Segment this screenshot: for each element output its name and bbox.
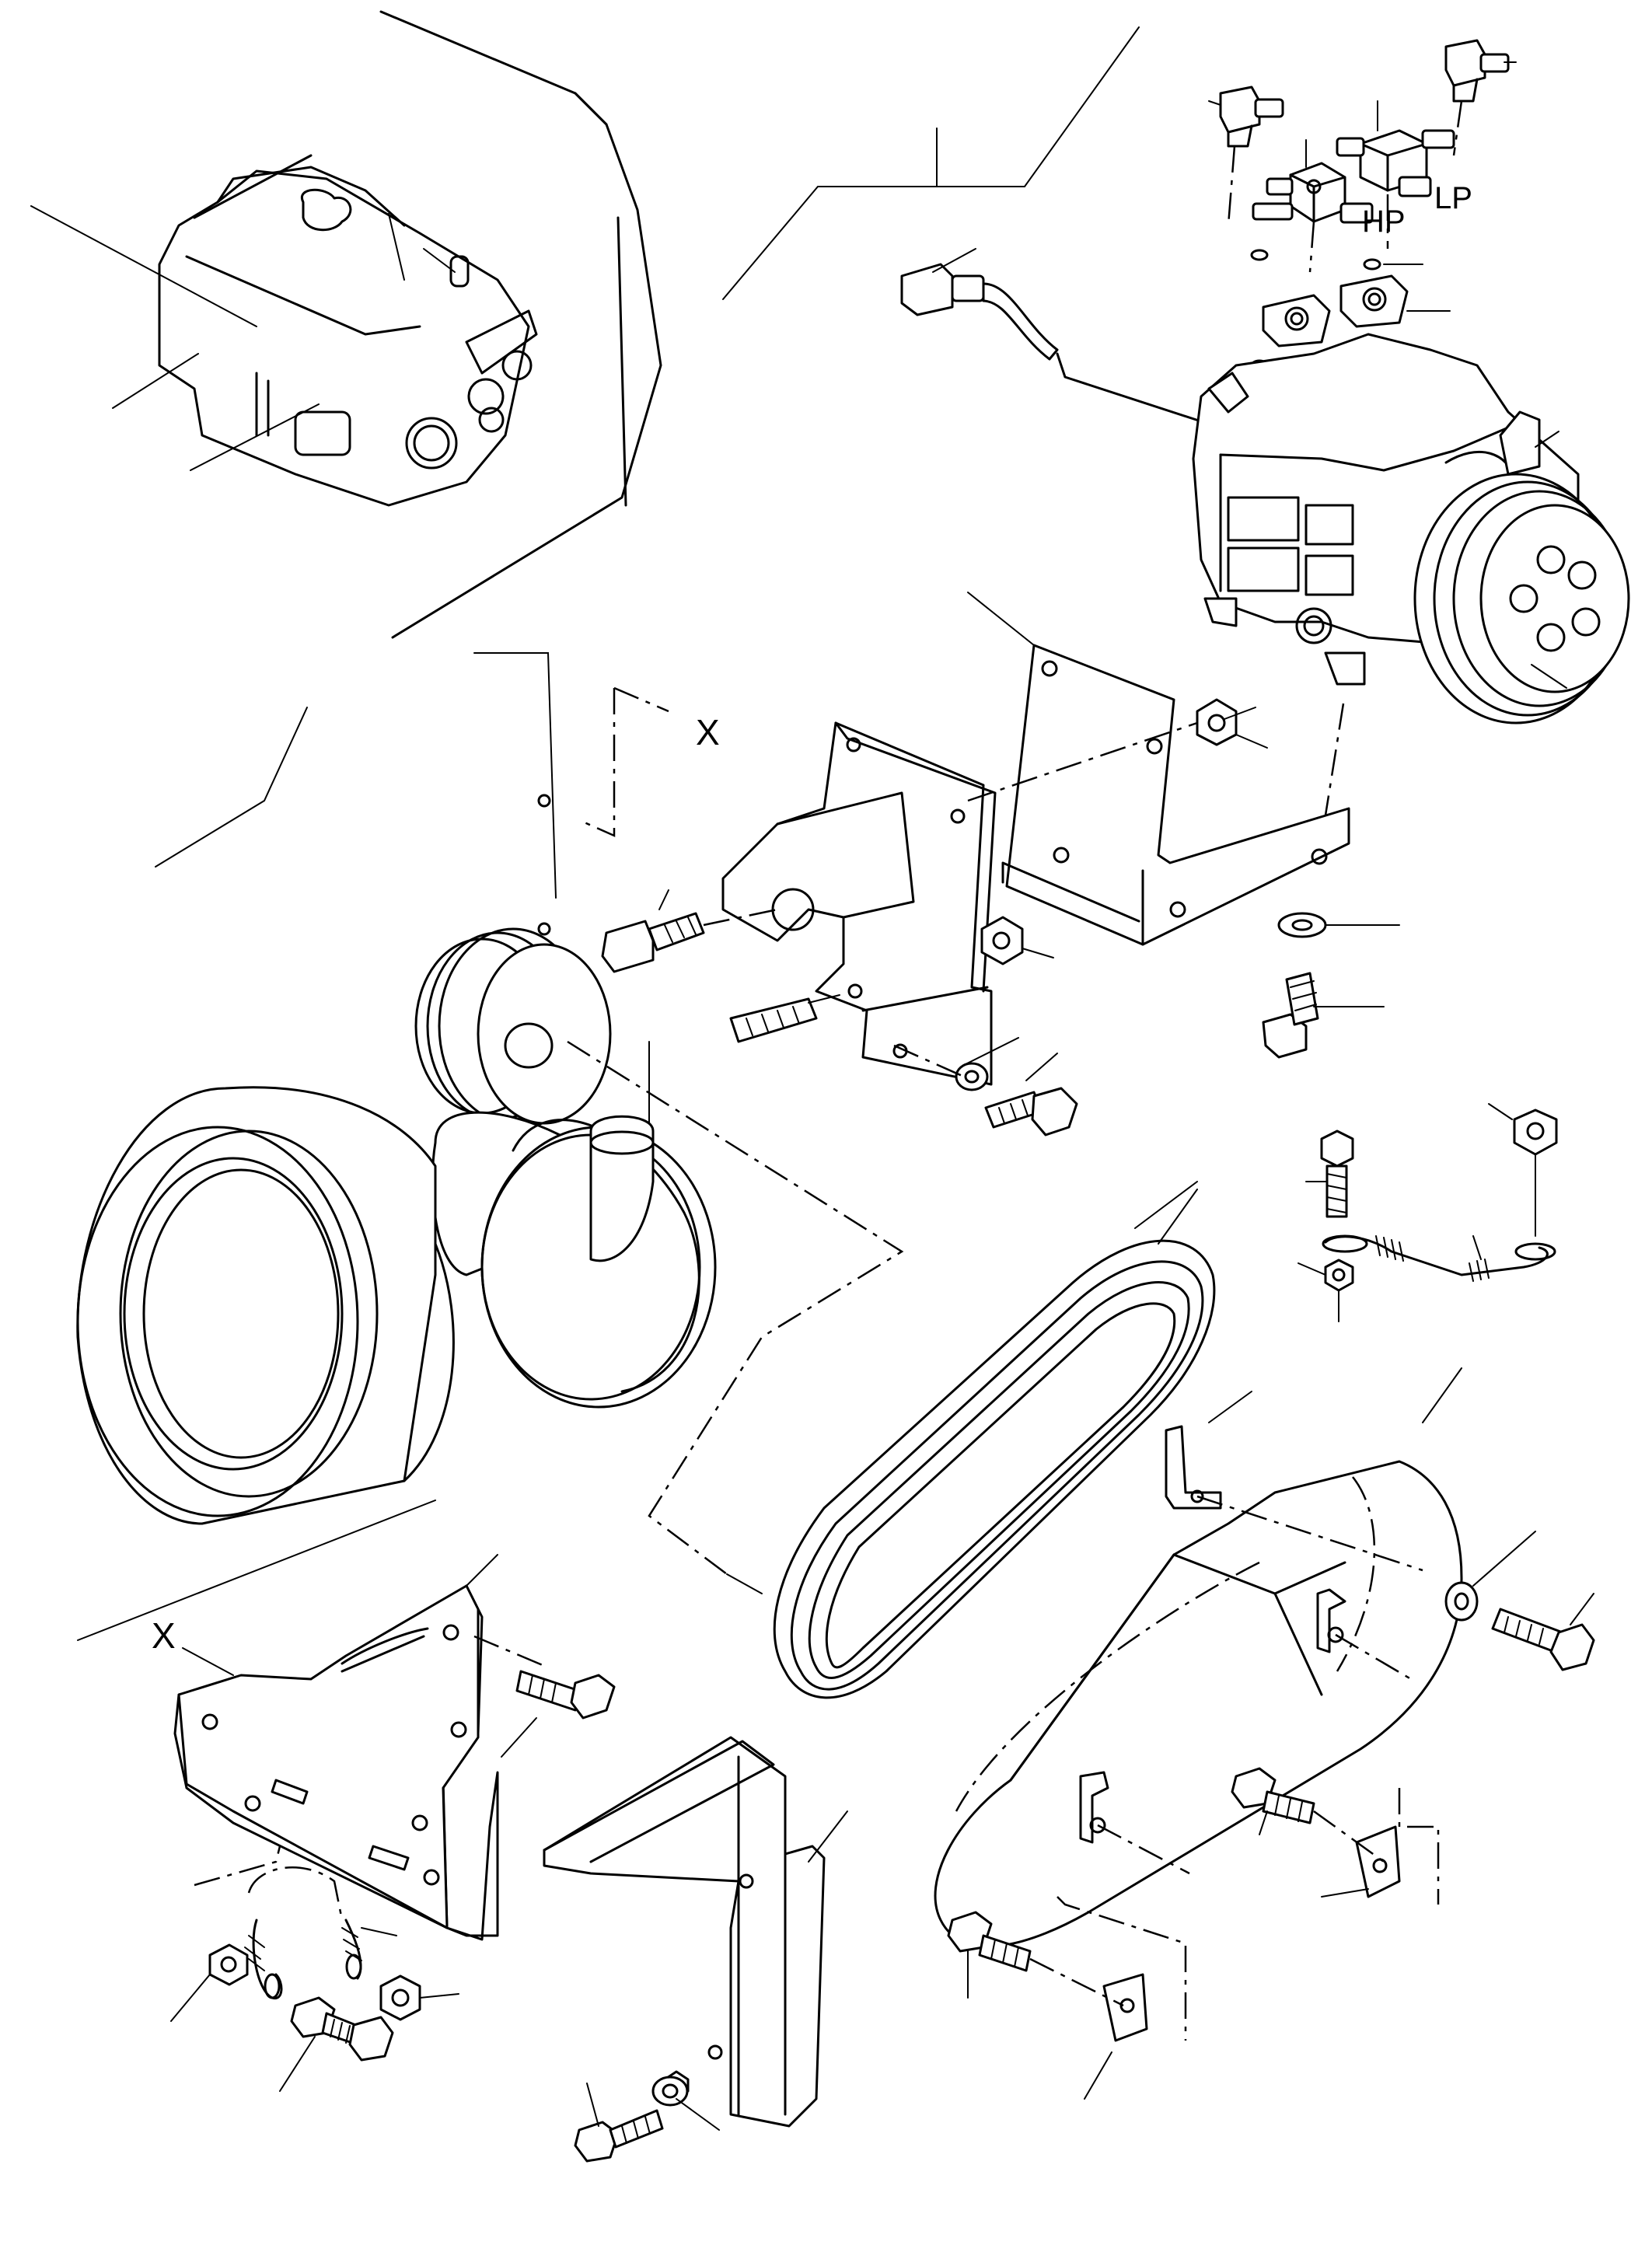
lp-tee-block xyxy=(1336,129,1455,197)
guard-fasteners xyxy=(947,1531,1595,2100)
x-marker-top: X xyxy=(696,712,720,752)
ac-compressor xyxy=(1192,333,1630,840)
hp-tee-block xyxy=(1252,162,1374,224)
flange-plates-orings xyxy=(1250,249,1451,372)
engine-overview-inset xyxy=(30,10,662,639)
compressor-bracket-l xyxy=(967,592,1350,946)
x-marker-bottom: X xyxy=(152,1615,176,1656)
drive-belt xyxy=(726,1181,1216,1699)
lower-left-cable-fasteners xyxy=(170,1845,459,2092)
hp-label: HP xyxy=(1362,204,1406,239)
bracket-fasteners xyxy=(601,698,1400,1136)
hp-lp-fittings: HP LP xyxy=(1208,39,1517,273)
lower-left-bracket-plate xyxy=(77,1500,616,1941)
belt-guard xyxy=(934,1367,1463,1948)
lower-middle-support-bracket xyxy=(543,1736,848,2163)
tensioner-cable-assembly xyxy=(1298,1103,1558,1322)
lp-label: LP xyxy=(1434,181,1472,215)
reference-x-markers: X X xyxy=(152,652,720,1656)
idler-pulley-crank xyxy=(76,927,904,1575)
elbow-fitting-left xyxy=(1208,86,1284,148)
compressor-bracket-support xyxy=(721,721,997,1086)
elbow-fitting-right xyxy=(1444,39,1517,103)
upper-leader-lines xyxy=(155,26,1140,868)
